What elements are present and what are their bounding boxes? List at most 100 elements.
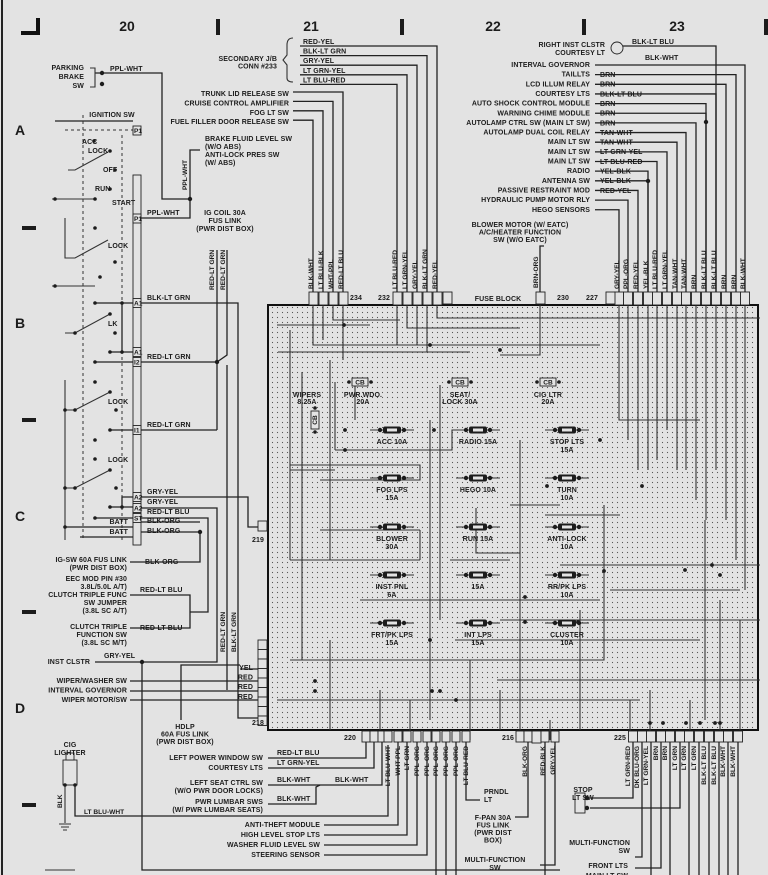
splice-dot xyxy=(487,475,493,481)
connector-220-cavity xyxy=(412,730,422,743)
fuse-element xyxy=(562,428,572,432)
connector-number: 225 xyxy=(614,735,626,742)
wire xyxy=(595,160,658,292)
component-label: SW (W/O EATC) xyxy=(493,237,547,244)
wire-color-label: LT BLU-RED xyxy=(392,250,399,289)
splice-dot xyxy=(108,468,112,472)
wire xyxy=(539,245,544,292)
connector-cavity xyxy=(633,291,643,306)
splice-dot xyxy=(498,348,502,352)
splice-dot xyxy=(602,569,606,573)
wire-color-label: GRY-YEL xyxy=(147,499,179,506)
switch-position-label: LOCK xyxy=(108,243,128,250)
splice-dot xyxy=(428,343,432,347)
wire-color-label: RED-LT GRN xyxy=(209,250,216,290)
wire xyxy=(74,745,389,817)
fuse-block-body xyxy=(267,304,759,731)
connector-218-cavity xyxy=(257,639,268,650)
pin-box xyxy=(132,513,142,523)
connector-225-cavity xyxy=(628,730,638,743)
wire-color-label: LT BLU-RED xyxy=(303,77,345,84)
wire-color-label: BLK-LT GRN xyxy=(147,295,190,302)
circuit-breaker-label: LOCK 30A xyxy=(442,399,477,406)
component-label: BRAKE xyxy=(59,74,85,81)
splice-dot xyxy=(108,312,112,316)
marks xyxy=(21,18,768,814)
fuse-element xyxy=(387,573,397,577)
fuse-block-circuit xyxy=(416,305,600,346)
splice-dot xyxy=(73,783,77,787)
splice-dot xyxy=(73,331,77,335)
wire-color-label: LT GRN xyxy=(404,746,411,770)
component-label: SW xyxy=(619,848,631,855)
wire-color-label: YEL-BLK xyxy=(643,260,650,289)
splice-dot xyxy=(463,572,469,578)
splice-dot xyxy=(648,721,652,725)
connector-cavity xyxy=(662,291,672,306)
wire xyxy=(324,742,418,846)
grid-column-number: 20 xyxy=(119,18,135,34)
fuse-link-label: BOX) xyxy=(484,838,502,845)
component-label: COURTESY LT xyxy=(555,50,605,57)
fuse-element xyxy=(473,428,483,432)
fuse-link-label: (PWR DIST BOX) xyxy=(156,739,213,746)
splice-dot xyxy=(432,428,436,432)
wire-color-label: YEL-BLK xyxy=(600,178,631,185)
splice-dot xyxy=(108,350,112,354)
component-label: INTERVAL GOVERNOR xyxy=(48,688,127,695)
pin-label: A2 xyxy=(134,506,143,513)
fuse-block-title: FUSE BLOCK xyxy=(475,296,522,303)
fuse-link-label: FUS LINK xyxy=(208,218,241,225)
component-label: SW xyxy=(73,83,85,90)
wire xyxy=(595,64,746,292)
wire-color-label: LT GRN xyxy=(672,746,679,770)
grid-row-marker xyxy=(22,610,36,614)
pin-label: I2 xyxy=(134,360,140,367)
wire xyxy=(324,742,408,836)
pin-label: A1 xyxy=(134,301,143,308)
wire-color-label: LT GRN xyxy=(691,746,698,770)
fuse-block-circuit xyxy=(312,305,430,346)
connector-number: 219 xyxy=(252,537,264,544)
splice-dot xyxy=(703,119,709,125)
wire-color-label: PPL-ORG xyxy=(414,746,421,776)
wire xyxy=(141,302,265,719)
wire-color-label: LT GRN-RED xyxy=(625,746,632,786)
wire-color-label: BLK-LT GRN xyxy=(422,249,429,289)
wires xyxy=(45,37,760,875)
connector-220-cavity xyxy=(361,730,371,743)
splice-dot xyxy=(552,572,558,578)
fuse-element xyxy=(562,573,572,577)
connector-218-cavity xyxy=(257,668,268,679)
component-label: LEFT SEAT CTRL SW xyxy=(190,780,263,787)
wire-color-label: BLK-WHT xyxy=(645,55,679,62)
connector-cavity xyxy=(614,291,624,306)
connector-225-cavity xyxy=(704,730,714,743)
bracket xyxy=(282,37,294,83)
splice-dot xyxy=(73,408,77,412)
wire-color-label: LT BLU-RED xyxy=(463,746,470,785)
splice-dot xyxy=(545,484,549,488)
wire-color-label: BRN xyxy=(662,746,669,761)
grid-row-marker xyxy=(22,226,36,230)
splice-dot xyxy=(342,323,346,327)
circuit-breaker-tag: CB xyxy=(355,380,365,387)
connector-number: 220 xyxy=(344,735,356,742)
fuse-link-label: (PWR DIST BOX) xyxy=(196,226,253,233)
connector-218-cavity xyxy=(257,658,268,669)
wire-color-label: TAN-WHT xyxy=(672,259,679,289)
splice-dot xyxy=(113,260,117,264)
connector-cavity xyxy=(328,291,339,306)
connector-cavity xyxy=(721,291,731,306)
splice-dot xyxy=(93,197,97,201)
connector-number: 230 xyxy=(557,295,569,302)
wire-color-label: RED-LT BLU xyxy=(140,625,182,632)
fuse-block-circuit xyxy=(332,305,400,321)
connector-216-cavity xyxy=(540,730,550,743)
wire xyxy=(68,151,109,171)
component-label: TAILLTS xyxy=(562,72,591,79)
wire-color-label: BRN xyxy=(653,746,660,761)
wire xyxy=(130,531,201,563)
wire-color-label: PPL-WHT xyxy=(182,160,189,190)
splice-dot xyxy=(53,284,57,288)
